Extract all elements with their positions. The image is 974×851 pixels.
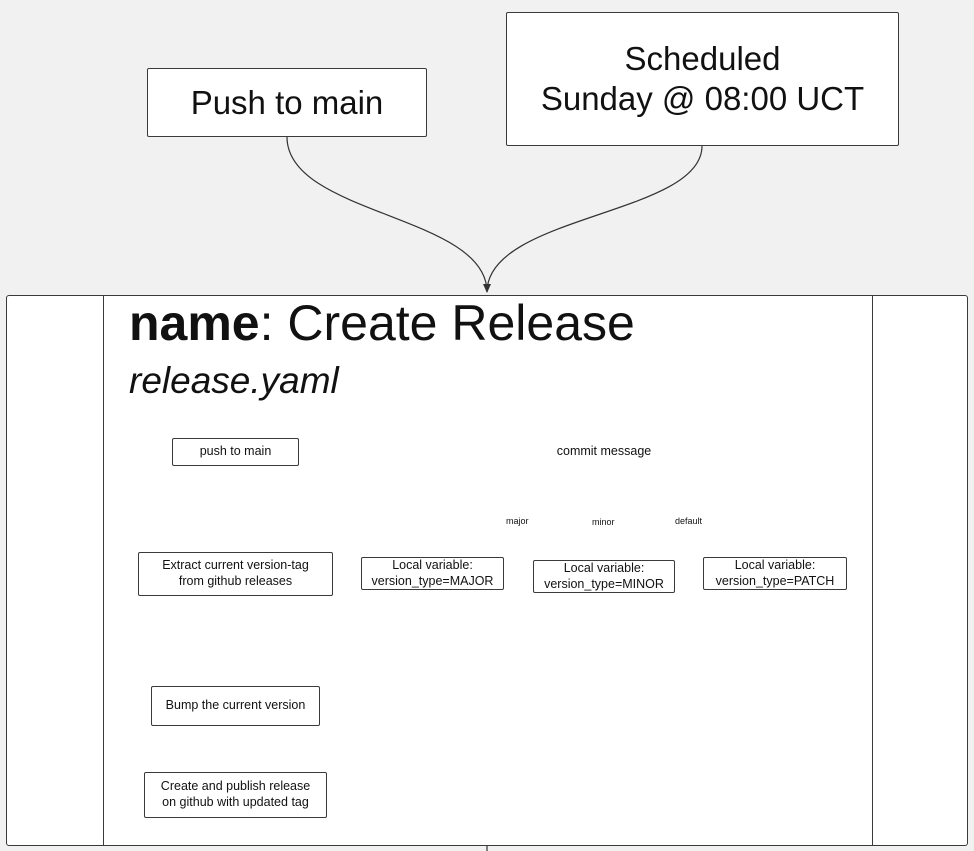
push-trigger-label: Push to main xyxy=(190,83,384,121)
scheduled-trigger-box: Scheduled Sunday @ 08:00 UCT xyxy=(506,12,899,146)
publish-release-node: Create and publish release on github wit… xyxy=(144,772,327,818)
patch-variable-label: Local variable: version_type=PATCH xyxy=(715,557,835,588)
workflow-title: name: Create Release xyxy=(129,296,635,350)
scheduled-trigger-label: Scheduled Sunday @ 08:00 UCT xyxy=(540,40,865,117)
bump-version-label: Bump the current version xyxy=(165,698,306,713)
extract-version-label: Extract current version-tag from github … xyxy=(162,558,309,588)
workflow-file-name: release.yaml xyxy=(129,360,339,401)
major-variable-node: Local variable: version_type=MAJOR xyxy=(361,557,504,590)
extract-version-node: Extract current version-tag from github … xyxy=(138,552,333,596)
right-lane-divider xyxy=(872,296,873,845)
push-trigger-box: Push to main xyxy=(147,68,427,137)
edge-label-minor: minor xyxy=(591,517,616,527)
commit-message-label: commit message xyxy=(556,444,652,458)
workflow-name-key: name xyxy=(129,295,260,351)
minor-variable-label: Local variable: version_type=MINOR xyxy=(544,560,664,591)
major-variable-label: Local variable: version_type=MAJOR xyxy=(371,557,494,588)
push-to-main-label: push to main xyxy=(199,444,272,459)
publish-release-label: Create and publish release on github wit… xyxy=(160,779,311,809)
patch-variable-node: Local variable: version_type=PATCH xyxy=(703,557,847,590)
edge-label-default: default xyxy=(674,516,704,526)
push-to-main-node: push to main xyxy=(172,438,299,466)
left-lane-divider xyxy=(103,296,104,845)
minor-variable-node: Local variable: version_type=MINOR xyxy=(533,560,675,593)
edge-label-major: major xyxy=(505,516,530,526)
bump-version-node: Bump the current version xyxy=(151,686,320,726)
connector-push-trigger xyxy=(286,136,491,293)
workflow-name-value: : Create Release xyxy=(259,295,635,351)
connector-schedule-trigger xyxy=(486,145,703,293)
